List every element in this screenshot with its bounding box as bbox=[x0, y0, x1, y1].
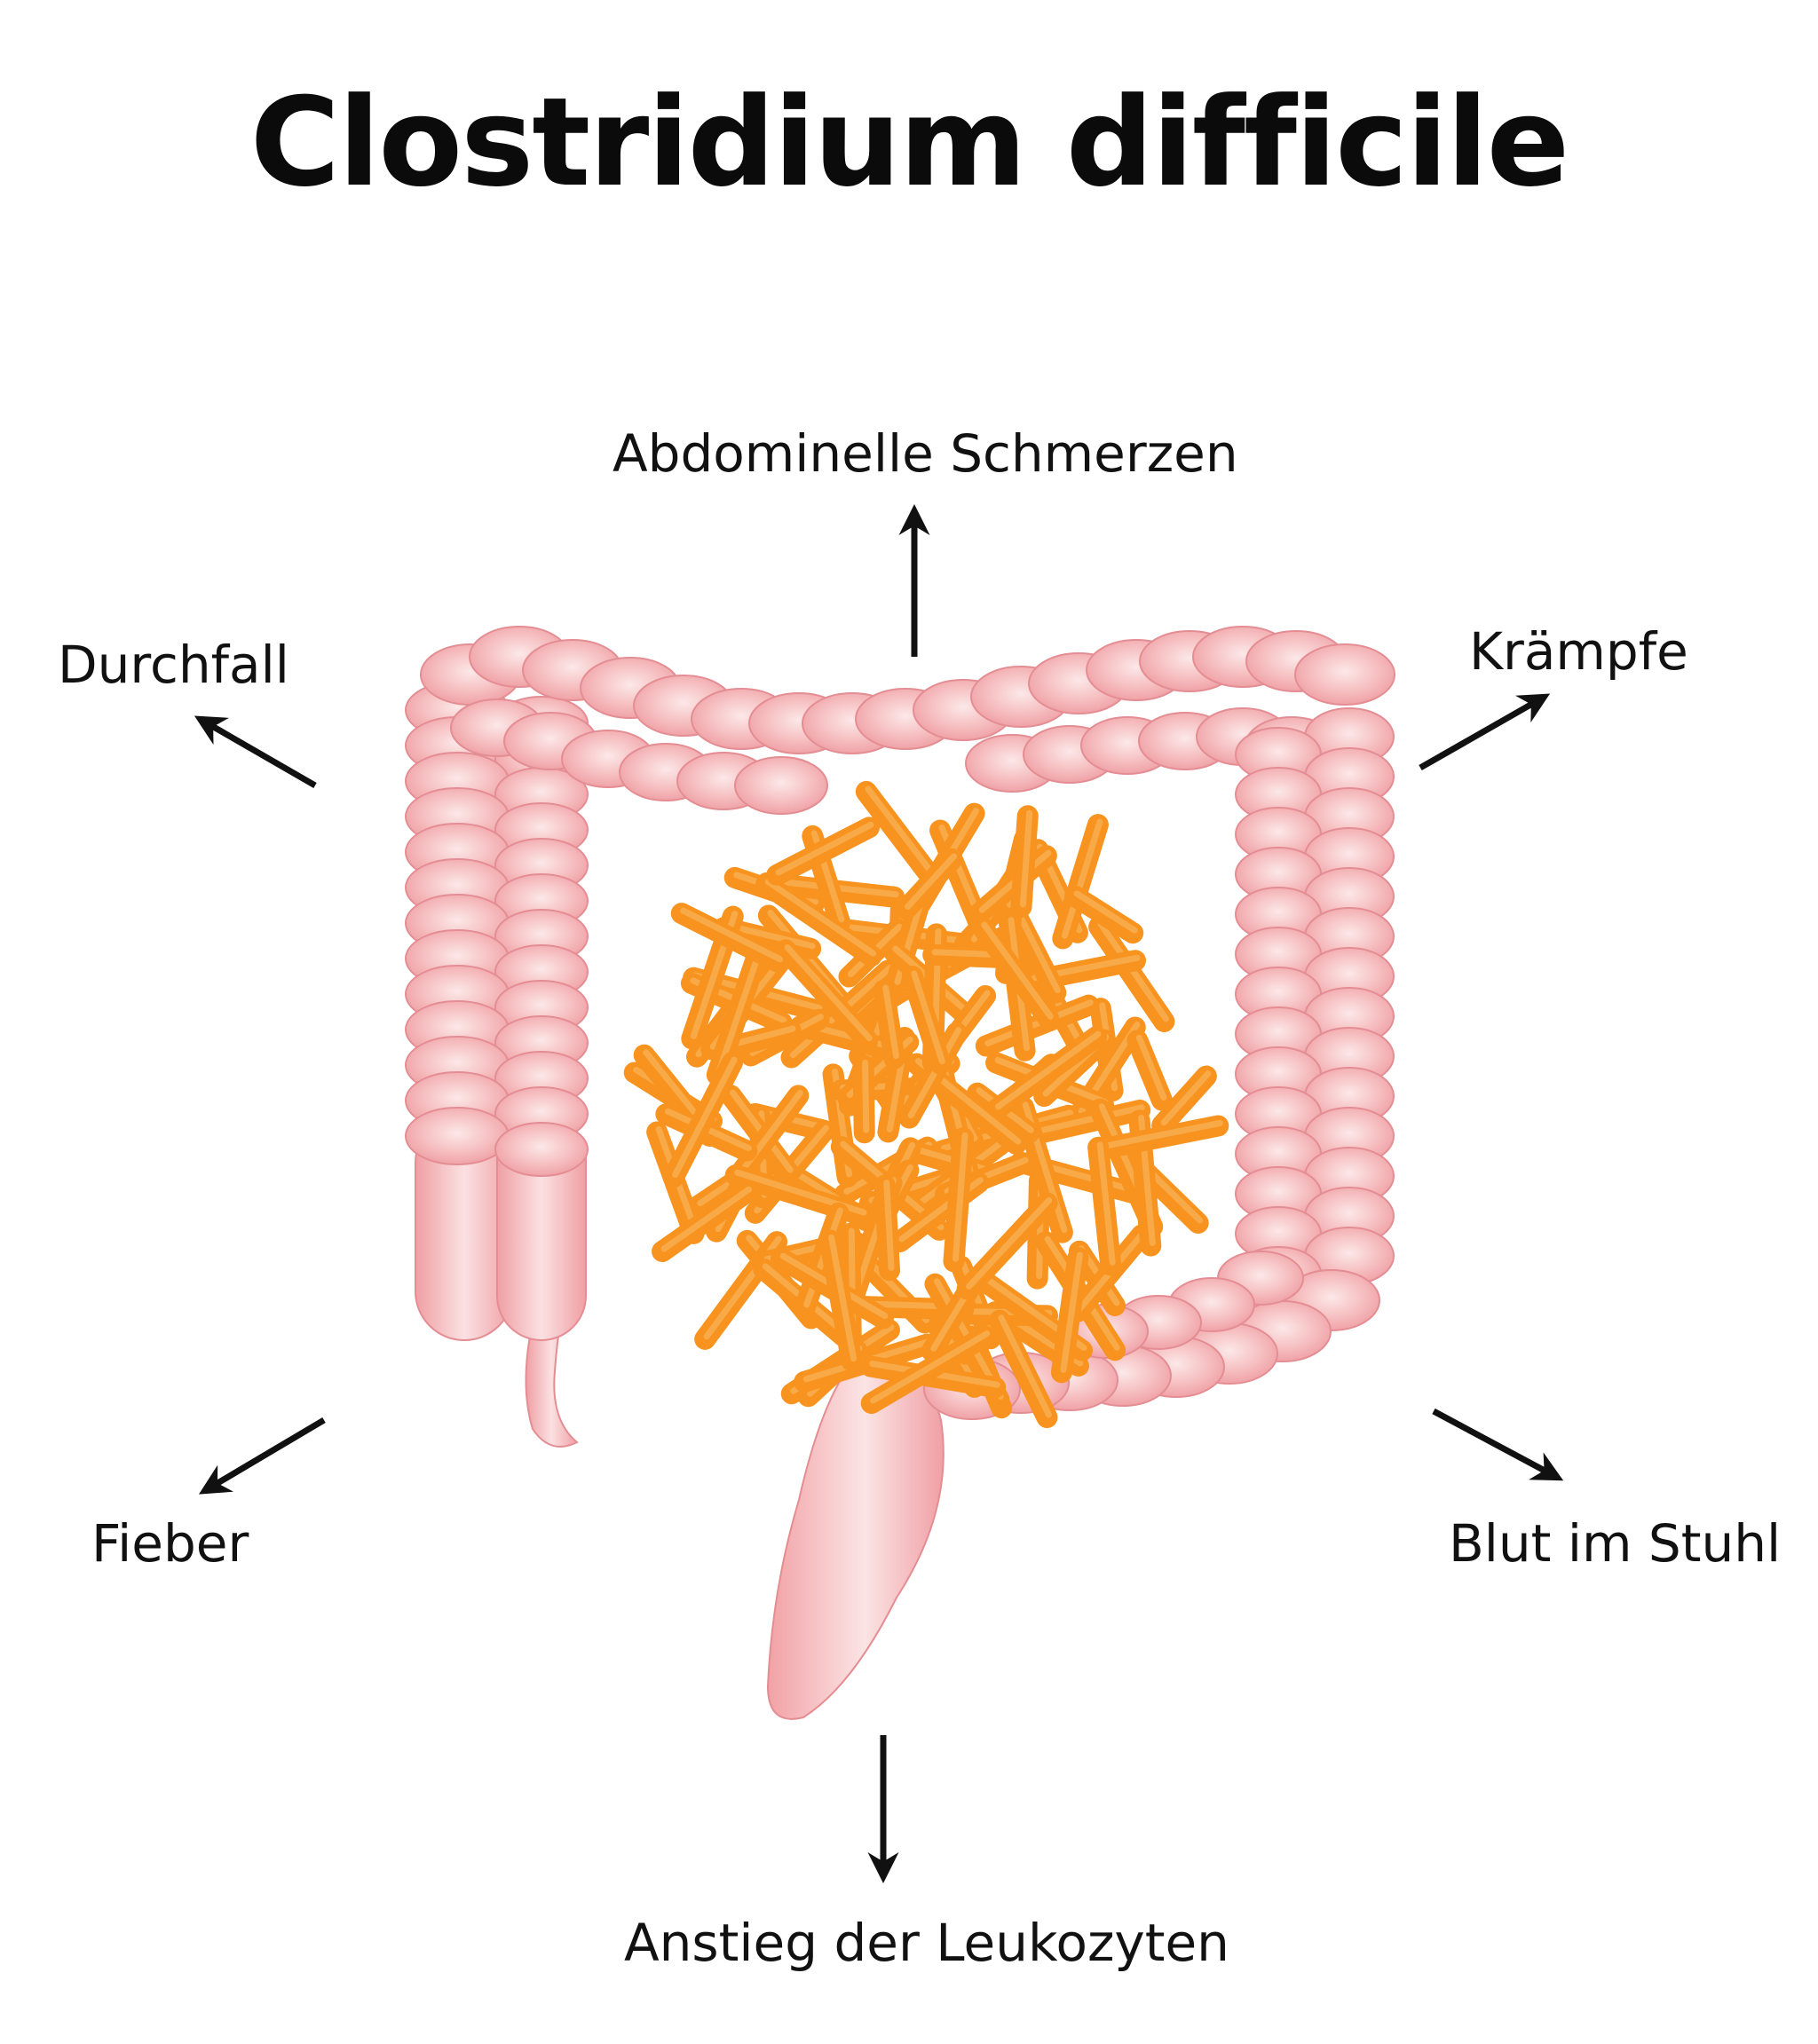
bacterium-highlight bbox=[715, 954, 761, 1076]
bacterium-highlight bbox=[883, 1180, 895, 1271]
bacterium-highlight bbox=[870, 1330, 991, 1404]
colon-rectum bbox=[766, 1359, 945, 1720]
bacterium-highlight bbox=[1060, 1251, 1083, 1373]
bacterium-highlight bbox=[952, 1132, 968, 1262]
bacterium-highlight bbox=[1135, 1034, 1167, 1101]
label-cramps: Krämpfe bbox=[1469, 621, 1688, 682]
bacterium-highlight bbox=[994, 1030, 1102, 1110]
arrow-up-right bbox=[1419, 693, 1551, 771]
bacterium-rod bbox=[1064, 885, 1144, 944]
bacterium-highlight bbox=[775, 821, 874, 876]
bacterium-highlight bbox=[828, 1234, 858, 1362]
bacterium-highlight bbox=[680, 907, 784, 963]
bacterium-highlight bbox=[1073, 890, 1138, 934]
colon-segment bbox=[494, 1122, 589, 1177]
colon-segment bbox=[405, 1107, 510, 1165]
bacterium-rod bbox=[755, 873, 882, 967]
bacterium-highlight bbox=[660, 1186, 752, 1252]
symptom-arrows bbox=[194, 504, 1564, 1883]
label-diarrhea: Durchfall bbox=[58, 635, 289, 695]
label-abdominal-pain: Abdominelle Schmerzen bbox=[613, 423, 1238, 484]
bacterium-highlight bbox=[1103, 1119, 1223, 1149]
bacterium-rod bbox=[670, 903, 789, 973]
bacterium-highlight bbox=[1033, 1104, 1145, 1135]
arrow-down-left bbox=[198, 1417, 326, 1495]
colon-segment bbox=[734, 756, 828, 815]
colon-tail bbox=[525, 1322, 579, 1448]
bacterium-highlight bbox=[784, 943, 873, 1042]
bacterium-highlight bbox=[966, 1196, 1053, 1290]
colon-segment bbox=[1294, 643, 1395, 706]
bacterium-highlight bbox=[1061, 818, 1103, 939]
arrow-down-right bbox=[1432, 1408, 1564, 1481]
bacterium-highlight bbox=[998, 1314, 1052, 1418]
bacterium-highlight bbox=[1019, 809, 1033, 908]
bacterium-highlight bbox=[1096, 1141, 1116, 1266]
label-blood-in-stool: Blut im Stuhl bbox=[1449, 1513, 1782, 1574]
bacterium-highlight bbox=[727, 1025, 796, 1048]
colon-segments bbox=[405, 626, 1395, 1420]
bacteria-cluster bbox=[623, 780, 1229, 1429]
bacterium-highlight bbox=[911, 970, 945, 1065]
bacterium-highlight bbox=[1160, 1070, 1212, 1126]
bacterium-highlight bbox=[981, 921, 1054, 1020]
bacterium-highlight bbox=[865, 785, 933, 874]
label-fever: Fieber bbox=[91, 1513, 249, 1574]
arrow-up-left bbox=[194, 715, 317, 789]
label-leukocyte-increase: Anstieg der Leukozyten bbox=[624, 1913, 1229, 1973]
bacterium-highlight bbox=[764, 878, 877, 957]
bacterium-highlight bbox=[905, 853, 958, 911]
bacterium-highlight bbox=[672, 1056, 738, 1179]
diagram-title: Clostridium difficile bbox=[249, 71, 1570, 214]
bacterium-highlight bbox=[882, 984, 899, 1060]
